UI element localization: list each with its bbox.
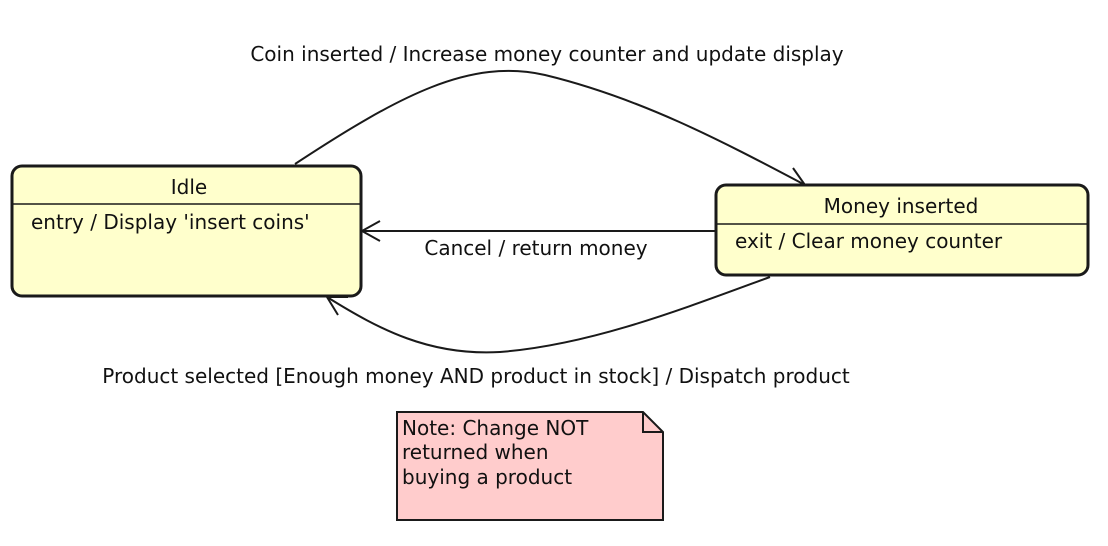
- note-box: [396, 411, 664, 521]
- state-idle-box: [10, 164, 363, 298]
- state-money-inserted-title: Money inserted: [824, 194, 979, 218]
- note: Note: Change NOT returned when buying a …: [396, 411, 664, 521]
- note-fold-icon: [642, 412, 663, 433]
- note-line-2: returned when: [402, 440, 549, 464]
- state-money-inserted-action: exit / Clear money counter: [735, 229, 1003, 253]
- state-money-inserted-box: [714, 183, 1090, 277]
- transition-product-selected-line: [326, 276, 771, 354]
- state-idle: Idle entry / Display 'insert coins': [10, 164, 363, 298]
- state-idle-title: Idle: [171, 175, 207, 199]
- transition-coin-inserted-label: Coin inserted / Increase money counter a…: [250, 42, 843, 66]
- transition-product-selected-label: Product selected [Enough money AND produ…: [102, 364, 850, 388]
- state-money-inserted: Money inserted exit / Clear money counte…: [714, 183, 1090, 277]
- state-idle-action: entry / Display 'insert coins': [31, 210, 310, 234]
- transition-coin-inserted-line: [294, 69, 806, 186]
- note-line-3: buying a product: [402, 465, 572, 489]
- note-line-1: Note: Change NOT: [402, 416, 589, 440]
- transition-cancel-label: Cancel / return money: [424, 236, 647, 260]
